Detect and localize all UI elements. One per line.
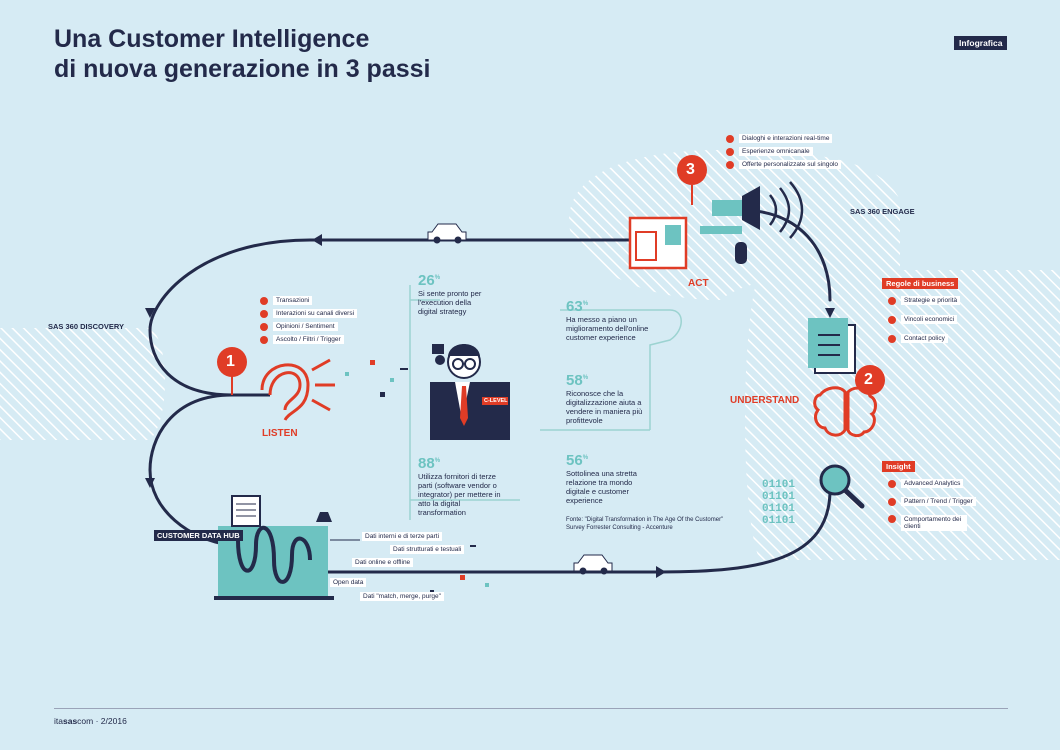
stat-88: 88% Utilizza fornitori di terze parti (s… — [418, 455, 501, 517]
bullet-icon — [260, 309, 268, 318]
act-label: ACT — [688, 278, 709, 289]
car-icon-bottom — [573, 554, 613, 575]
act-screens-icon — [628, 216, 688, 270]
act-item: Esperienze omnicanale — [726, 147, 841, 156]
stat-26: 26% Si sente pronto per l'execution dell… — [418, 272, 482, 316]
stats-connector — [409, 285, 682, 520]
infografica-badge: Infografica — [954, 36, 1008, 50]
footer: itasascom · 2/2016 — [54, 716, 127, 726]
bullet-icon — [888, 479, 896, 488]
data-hub-machine — [214, 495, 334, 600]
c-level-tag: C-LEVEL — [484, 398, 508, 404]
step-2-number: 2 — [864, 371, 873, 388]
hatch-area-discovery — [0, 328, 165, 440]
bullet-icon — [726, 134, 734, 143]
binary-code: 01101 01101 01101 01101 — [762, 479, 796, 527]
customer-data-hub-label: CUSTOMER DATA HUB — [154, 530, 243, 541]
insight-item: Pattern / Trend / Trigger — [888, 497, 976, 506]
insight-items: Advanced Analytics Pattern / Trend / Tri… — [888, 479, 976, 531]
footer-rule — [54, 708, 1008, 709]
megaphone-icon — [700, 181, 804, 264]
hub-tag: Dati online e offline — [352, 558, 414, 567]
understand-label: UNDERSTAND — [730, 395, 800, 406]
bullet-icon — [888, 315, 896, 324]
insight-item: Comportamento dei clienti — [888, 515, 976, 531]
hub-tag: Dati "match, merge, purge" — [360, 592, 444, 601]
stat-63: 63% Ha messo a piano un miglioramento de… — [566, 298, 649, 342]
rule-item: Contact policy — [888, 334, 960, 343]
rule-item: Vincoli economici — [888, 315, 960, 324]
bullet-icon — [260, 296, 268, 305]
step-1-pin — [217, 347, 247, 377]
bullet-icon — [260, 335, 268, 344]
listen-item: Interazioni su canali diversi — [260, 309, 358, 318]
step-3-number: 3 — [686, 161, 695, 178]
bullet-icon — [888, 497, 896, 506]
bullet-icon — [726, 147, 734, 156]
stat-58: 58% Riconosce che la digitalizzazione ai… — [566, 372, 643, 425]
car-icon-top — [427, 223, 467, 244]
insight-header: Insight — [882, 461, 915, 472]
step-2-pin — [855, 365, 885, 395]
c-level-figure — [430, 344, 510, 440]
flow-arrow-down-3 — [825, 308, 835, 318]
listen-ear-icon — [260, 358, 335, 421]
bullet-icon — [888, 296, 896, 305]
hub-tag: Dati strutturati e testuali — [390, 545, 465, 554]
stat-56: 56% Sottolinea una stretta relazione tra… — [566, 452, 637, 505]
insight-item: Advanced Analytics — [888, 479, 976, 488]
bullet-icon — [888, 334, 896, 343]
hub-tag: Dati interni e di terze parti — [362, 532, 443, 541]
step-1-number: 1 — [226, 353, 235, 370]
flow-arrow-down-2 — [145, 478, 155, 488]
source-note: Fonte: "Digital Transformation in The Ag… — [566, 517, 724, 531]
bullet-icon — [888, 515, 896, 523]
bullet-icon — [726, 160, 734, 169]
step-3-pin — [677, 155, 707, 185]
act-item: Offerte personalizzate sul singolo — [726, 160, 841, 169]
rules-header: Regole di business — [882, 278, 959, 289]
flow-arrow-down-1 — [145, 308, 155, 318]
act-item: Dialoghi e interazioni real-time — [726, 134, 841, 143]
title-line-2: di nuova generazione in 3 passi — [54, 55, 431, 83]
rules-items: Strategie e priorità Vincoli economici C… — [888, 296, 961, 343]
title-line-1: Una Customer Intelligence — [54, 25, 370, 53]
bullet-icon — [260, 322, 268, 331]
listen-item: Ascolto / Filtri / Trigger — [260, 335, 357, 344]
sas-360-engage-label: SAS 360 ENGAGE — [850, 207, 915, 216]
flow-arrow-right — [656, 566, 666, 578]
magnifier-icon — [819, 464, 865, 509]
rule-item: Strategie e priorità — [888, 296, 961, 305]
listen-item: Transazioni — [260, 296, 357, 305]
listen-item: Opinioni / Sentiment — [260, 322, 357, 331]
listen-label: LISTEN — [262, 428, 298, 439]
document-icon — [808, 318, 856, 374]
flow-arrow-left — [312, 234, 322, 246]
hub-tag: Open data — [330, 578, 367, 587]
page-title: Una Customer Intelligence di nuova gener… — [54, 24, 431, 84]
listen-items: Transazioni Interazioni su canali divers… — [260, 296, 358, 344]
sas-360-discovery-label: SAS 360 DISCOVERY — [48, 322, 124, 331]
act-items: Dialoghi e interazioni real-time Esperie… — [726, 134, 841, 169]
